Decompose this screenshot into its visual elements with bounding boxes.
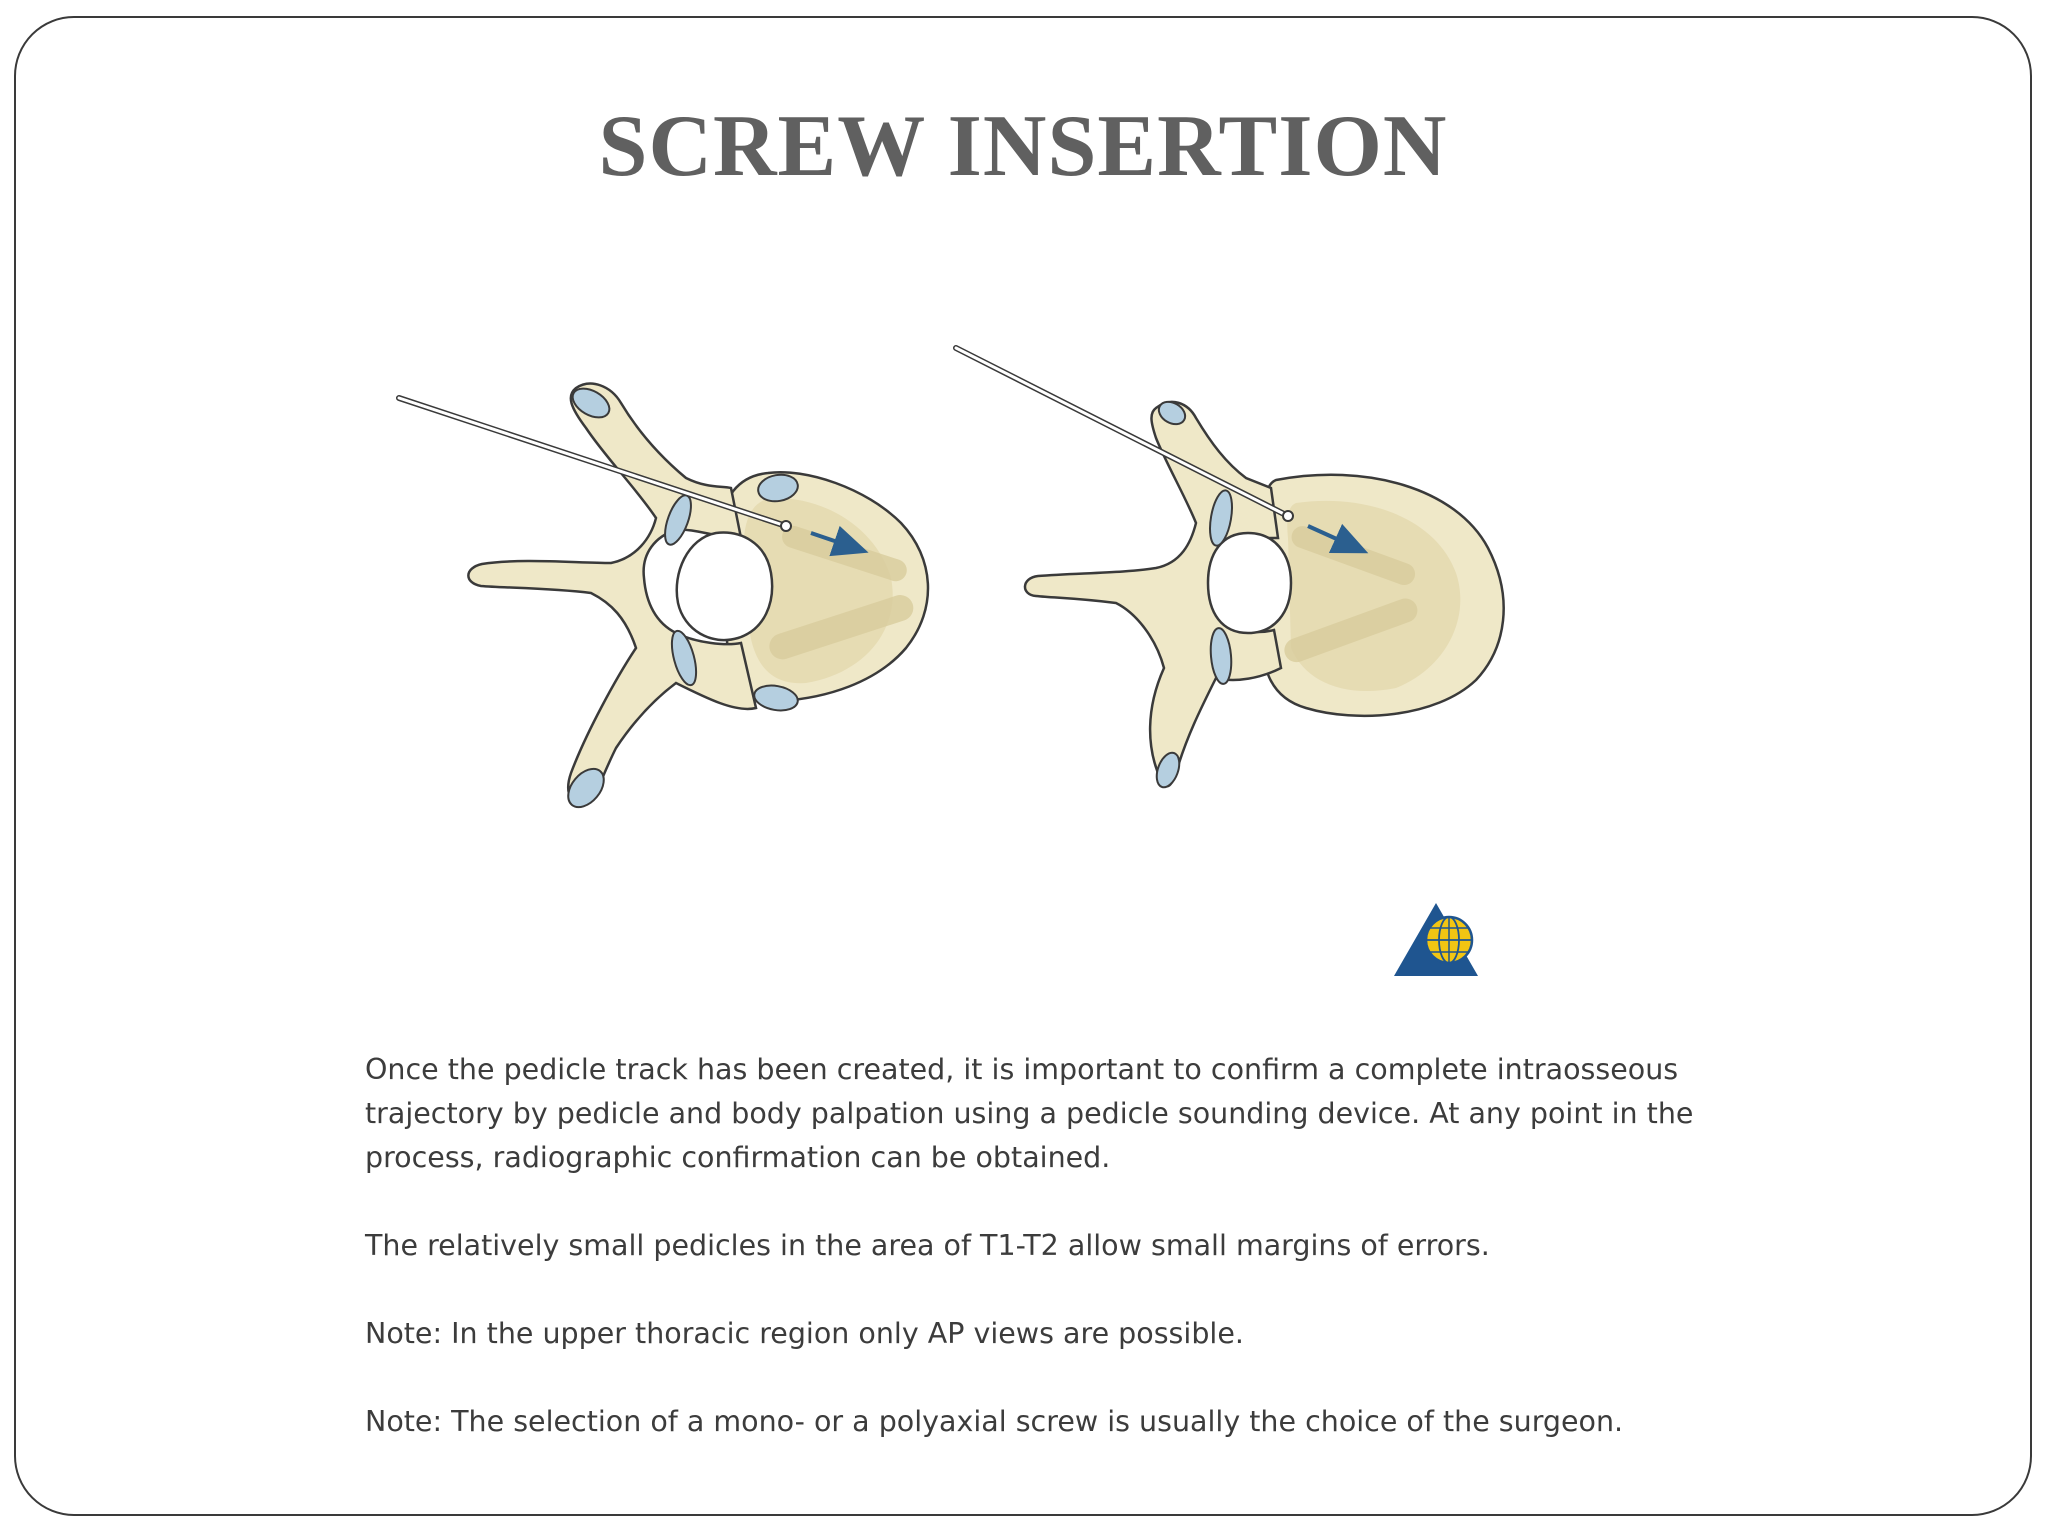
paragraph-ap-views-note: Note: In the upper thoracic region only … bbox=[365, 1317, 1244, 1350]
vertebra-illustration bbox=[396, 345, 1505, 976]
left-vertebra bbox=[396, 382, 930, 809]
paragraph-pedicle-track: Once the pedicle track has been created,… bbox=[365, 1053, 1694, 1174]
slide-title: SCREW INSERTION bbox=[598, 98, 1448, 195]
paragraph-small-pedicles: The relatively small pedicles in the are… bbox=[365, 1229, 1490, 1262]
paragraph-screw-selection-note: Note: The selection of a mono- or a poly… bbox=[365, 1405, 1624, 1438]
right-spinal-canal bbox=[1206, 531, 1293, 635]
ao-foundation-logo-icon bbox=[1394, 903, 1478, 976]
right-vertebra bbox=[953, 345, 1505, 789]
left-spinal-canal bbox=[675, 531, 774, 642]
slide-body-text: Once the pedicle track has been created,… bbox=[365, 1048, 1765, 1444]
slide-frame: SCREW INSERTION bbox=[14, 16, 2032, 1516]
